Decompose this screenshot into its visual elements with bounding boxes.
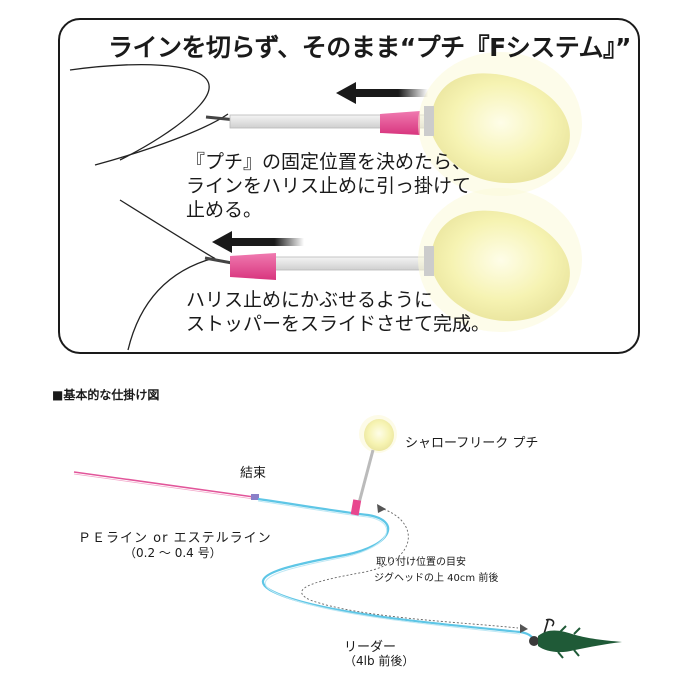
step1-instructions: 『プチ』の固定位置を決めたら、 ラインをハリス止めに引っ掛けて 止める。 (186, 150, 486, 222)
headline: ラインを切らず、そのまま“プチ『Fシステム』” (108, 33, 631, 62)
step2-rod (271, 256, 439, 271)
step2-stopper-icon (230, 253, 276, 280)
rig-stopper-icon (350, 499, 362, 516)
position-guide-arrow (301, 507, 519, 629)
rig-float-icon (364, 419, 394, 451)
step1-stopper-icon (380, 111, 420, 135)
step2-illustration (119, 188, 582, 351)
step1-line-2: ラインをハリス止めに引っ掛けて (186, 175, 472, 197)
position-detail: ジグヘッドの上 40cm 前後 (374, 573, 499, 584)
float-label: シャローフリーク プチ (405, 436, 539, 451)
leader-label: リーダー (344, 640, 397, 655)
step2-line-2: ストッパーをスライドさせて完成。 (186, 313, 491, 335)
pe-line-label: ＰＥライン or エステルライン (78, 531, 272, 546)
step2-instructions: ハリス止めにかぶせるように ストッパーをスライドさせて完成。 (186, 288, 506, 336)
knot-icon (251, 494, 259, 500)
step1-line-3: 止める。 (186, 199, 263, 221)
step1-arrow-left-icon (336, 82, 428, 104)
pe-line-spec: （0.2 ～ 0.4 号） (124, 546, 222, 560)
pe-line (73, 471, 255, 498)
step1-line-1: 『プチ』の固定位置を決めたら、 (186, 151, 472, 173)
step1-float-icon (432, 73, 570, 184)
step2-line (119, 199, 216, 351)
leader-line (257, 497, 535, 641)
step2-float-icon (432, 210, 570, 322)
step2-line-1: ハリス止めにかぶせるように (186, 289, 434, 311)
step1-line (69, 63, 210, 161)
step2-arrow-left-icon (212, 231, 304, 253)
knot-label: 結束 (240, 466, 267, 481)
position-label: 取り付け位置の目安 (376, 557, 466, 568)
rig-diagram (73, 415, 622, 659)
step1-illustration (69, 52, 582, 196)
leader-spec: （4lb 前後） (344, 654, 415, 668)
jighead-icon (529, 618, 622, 659)
section-title: ■基本的な仕掛け図 (52, 388, 160, 402)
